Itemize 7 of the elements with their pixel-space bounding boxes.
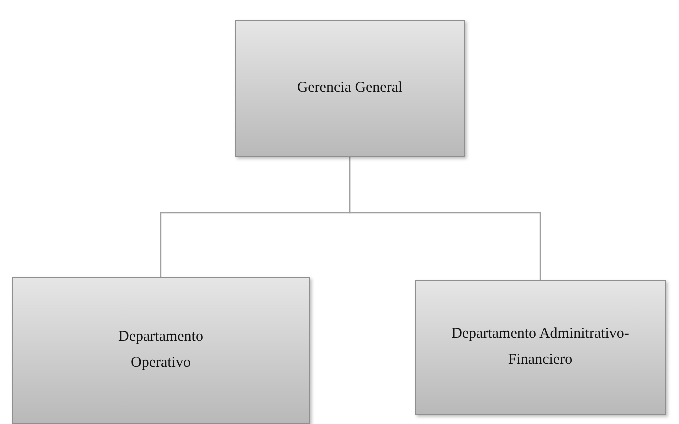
- org-unit-box: [12, 277, 310, 424]
- org-unit-box: [235, 20, 465, 157]
- unit-name: Departamento Adminitrativo-Financiero: [450, 325, 630, 370]
- unit-name: Gerencia General: [297, 78, 403, 98]
- org-unit-box: [415, 280, 666, 415]
- unit-name: Departamento Operativo: [118, 328, 204, 372]
- connector-line: [349, 157, 542, 280]
